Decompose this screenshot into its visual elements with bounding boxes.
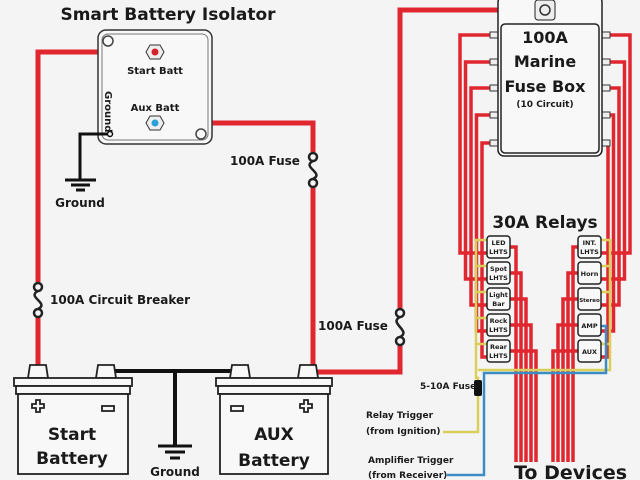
fuse-box-tab: [601, 58, 611, 66]
amp-trigger-wire: [447, 324, 608, 477]
fuse-box-tab: [489, 111, 499, 119]
relay-box: [577, 287, 602, 311]
relay-to-device-wire-right: [556, 323, 578, 462]
relay-label: LED: [492, 239, 507, 247]
aux-battery: [215, 364, 333, 475]
circuit-breaker-symbol: [32, 281, 44, 319]
fuse-box-terminal-icon: [539, 4, 551, 16]
breaker-label: 100A Circuit Breaker: [50, 293, 190, 307]
fuse-box-tab: [601, 84, 611, 92]
relay-right-4: AUX: [577, 339, 602, 363]
relay-to-device-wire-left: [510, 297, 528, 462]
relay-label: LHTS: [489, 274, 508, 282]
fuse-to-relay-wire-right: [601, 33, 632, 255]
relay-to-device-wire-left: [510, 323, 533, 462]
relay-to-device-wire-right: [566, 271, 578, 462]
main-fuse-symbol: [394, 307, 406, 347]
fuse-box-tab: [601, 31, 611, 39]
fuse-to-relay-wire-left: [458, 33, 498, 255]
relay-label: LHTS: [489, 352, 508, 360]
relay-label: LHTS: [580, 248, 599, 256]
relay-label: LHTS: [489, 326, 508, 334]
relay-label: Horn: [581, 270, 599, 278]
relay-to-device-wire-left: [510, 349, 538, 462]
relay-label: Stereo: [579, 298, 600, 304]
fuse-box-tab: [489, 139, 499, 147]
relay-label: AMP: [581, 322, 597, 330]
relay-label: AUX: [582, 348, 597, 356]
fuse-box-tab: [489, 31, 499, 39]
aux-fuse-label: 100A Fuse: [230, 154, 300, 168]
fuse-box-line-4: (10 Circuit): [516, 100, 573, 110]
ground-label-bottom: Ground: [150, 465, 200, 479]
relay-to-device-wire-left: [510, 245, 518, 462]
relay-box: [577, 339, 602, 363]
relay-box: [577, 261, 602, 285]
fuse-box-line-3: Fuse Box: [505, 77, 587, 96]
fuse-box-line-2: Marine: [514, 52, 576, 71]
relay-trigger-wire: [443, 238, 612, 434]
fuse-box-tab: [601, 139, 611, 147]
relay-label: Spot: [490, 265, 507, 273]
relay-trigger-label-2: (from Ignition): [366, 427, 441, 437]
isolator-title: Smart Battery Isolator: [60, 5, 276, 25]
relays-title: 30A Relays: [492, 213, 597, 233]
relay-to-device-wire-left: [510, 271, 523, 462]
fuse-to-relay-wire-left: [469, 86, 498, 307]
fuse-box-tab: [489, 58, 499, 66]
fuse-box-tab: [601, 111, 611, 119]
relay-label: Rear: [490, 343, 508, 351]
relay-right-0: INT.LHTS: [577, 235, 602, 259]
fuse-box: [497, 0, 603, 157]
start-batt-label: Start Batt: [127, 66, 183, 77]
relay-to-device-wire-right: [571, 245, 578, 462]
relay-label: Bar: [492, 300, 505, 308]
amp-trigger-label-2: (from Receiver): [368, 471, 447, 480]
start-battery-label-2: Battery: [36, 449, 108, 469]
relay-label: Light: [489, 291, 508, 299]
relay-label: INT.: [583, 239, 597, 247]
fuse-box-tab: [489, 84, 499, 92]
relay-box: [486, 287, 511, 311]
aux-batt-label: Aux Batt: [131, 103, 180, 114]
relay-to-device-wire-right: [551, 349, 578, 462]
relay-box: [486, 313, 511, 337]
start-battery: [13, 364, 133, 475]
relay-box: [577, 313, 602, 337]
relay-box: [486, 339, 511, 363]
relay-label: Rock: [490, 317, 508, 325]
relay-right-2: Stereo: [577, 287, 602, 311]
to-devices-label: To Devices: [514, 462, 627, 480]
isolator-ground-label: Ground: [102, 91, 113, 132]
fuse-box-line-1: 100A: [522, 28, 568, 47]
relay-box: [486, 235, 511, 259]
trigger-fuse-label: 5-10A Fuse: [420, 382, 476, 392]
trigger-fuse-symbol: [474, 380, 482, 396]
relay-label: LHTS: [489, 248, 508, 256]
relay-to-device-wire-right: [561, 297, 578, 462]
battery-isolator: [97, 29, 213, 145]
relay-right-1: Horn: [577, 261, 602, 285]
aux-fuse-symbol: [307, 151, 319, 189]
relay-box: [577, 235, 602, 259]
relay-trigger-label-1: Relay Trigger: [366, 411, 434, 421]
start-battery-label-1: Start: [48, 425, 96, 445]
aux-battery-label-2: Battery: [238, 451, 310, 471]
relay-box: [486, 261, 511, 285]
relay-right-3: AMP: [577, 313, 602, 337]
ground-bus: [105, 369, 240, 460]
aux-battery-label-1: AUX: [254, 425, 294, 445]
ground-wire-top: [65, 132, 108, 192]
amp-trigger-label-1: Amplifier Trigger: [368, 456, 454, 466]
main-fuse-label: 100A Fuse: [318, 319, 388, 333]
ground-label-top: Ground: [55, 196, 105, 210]
